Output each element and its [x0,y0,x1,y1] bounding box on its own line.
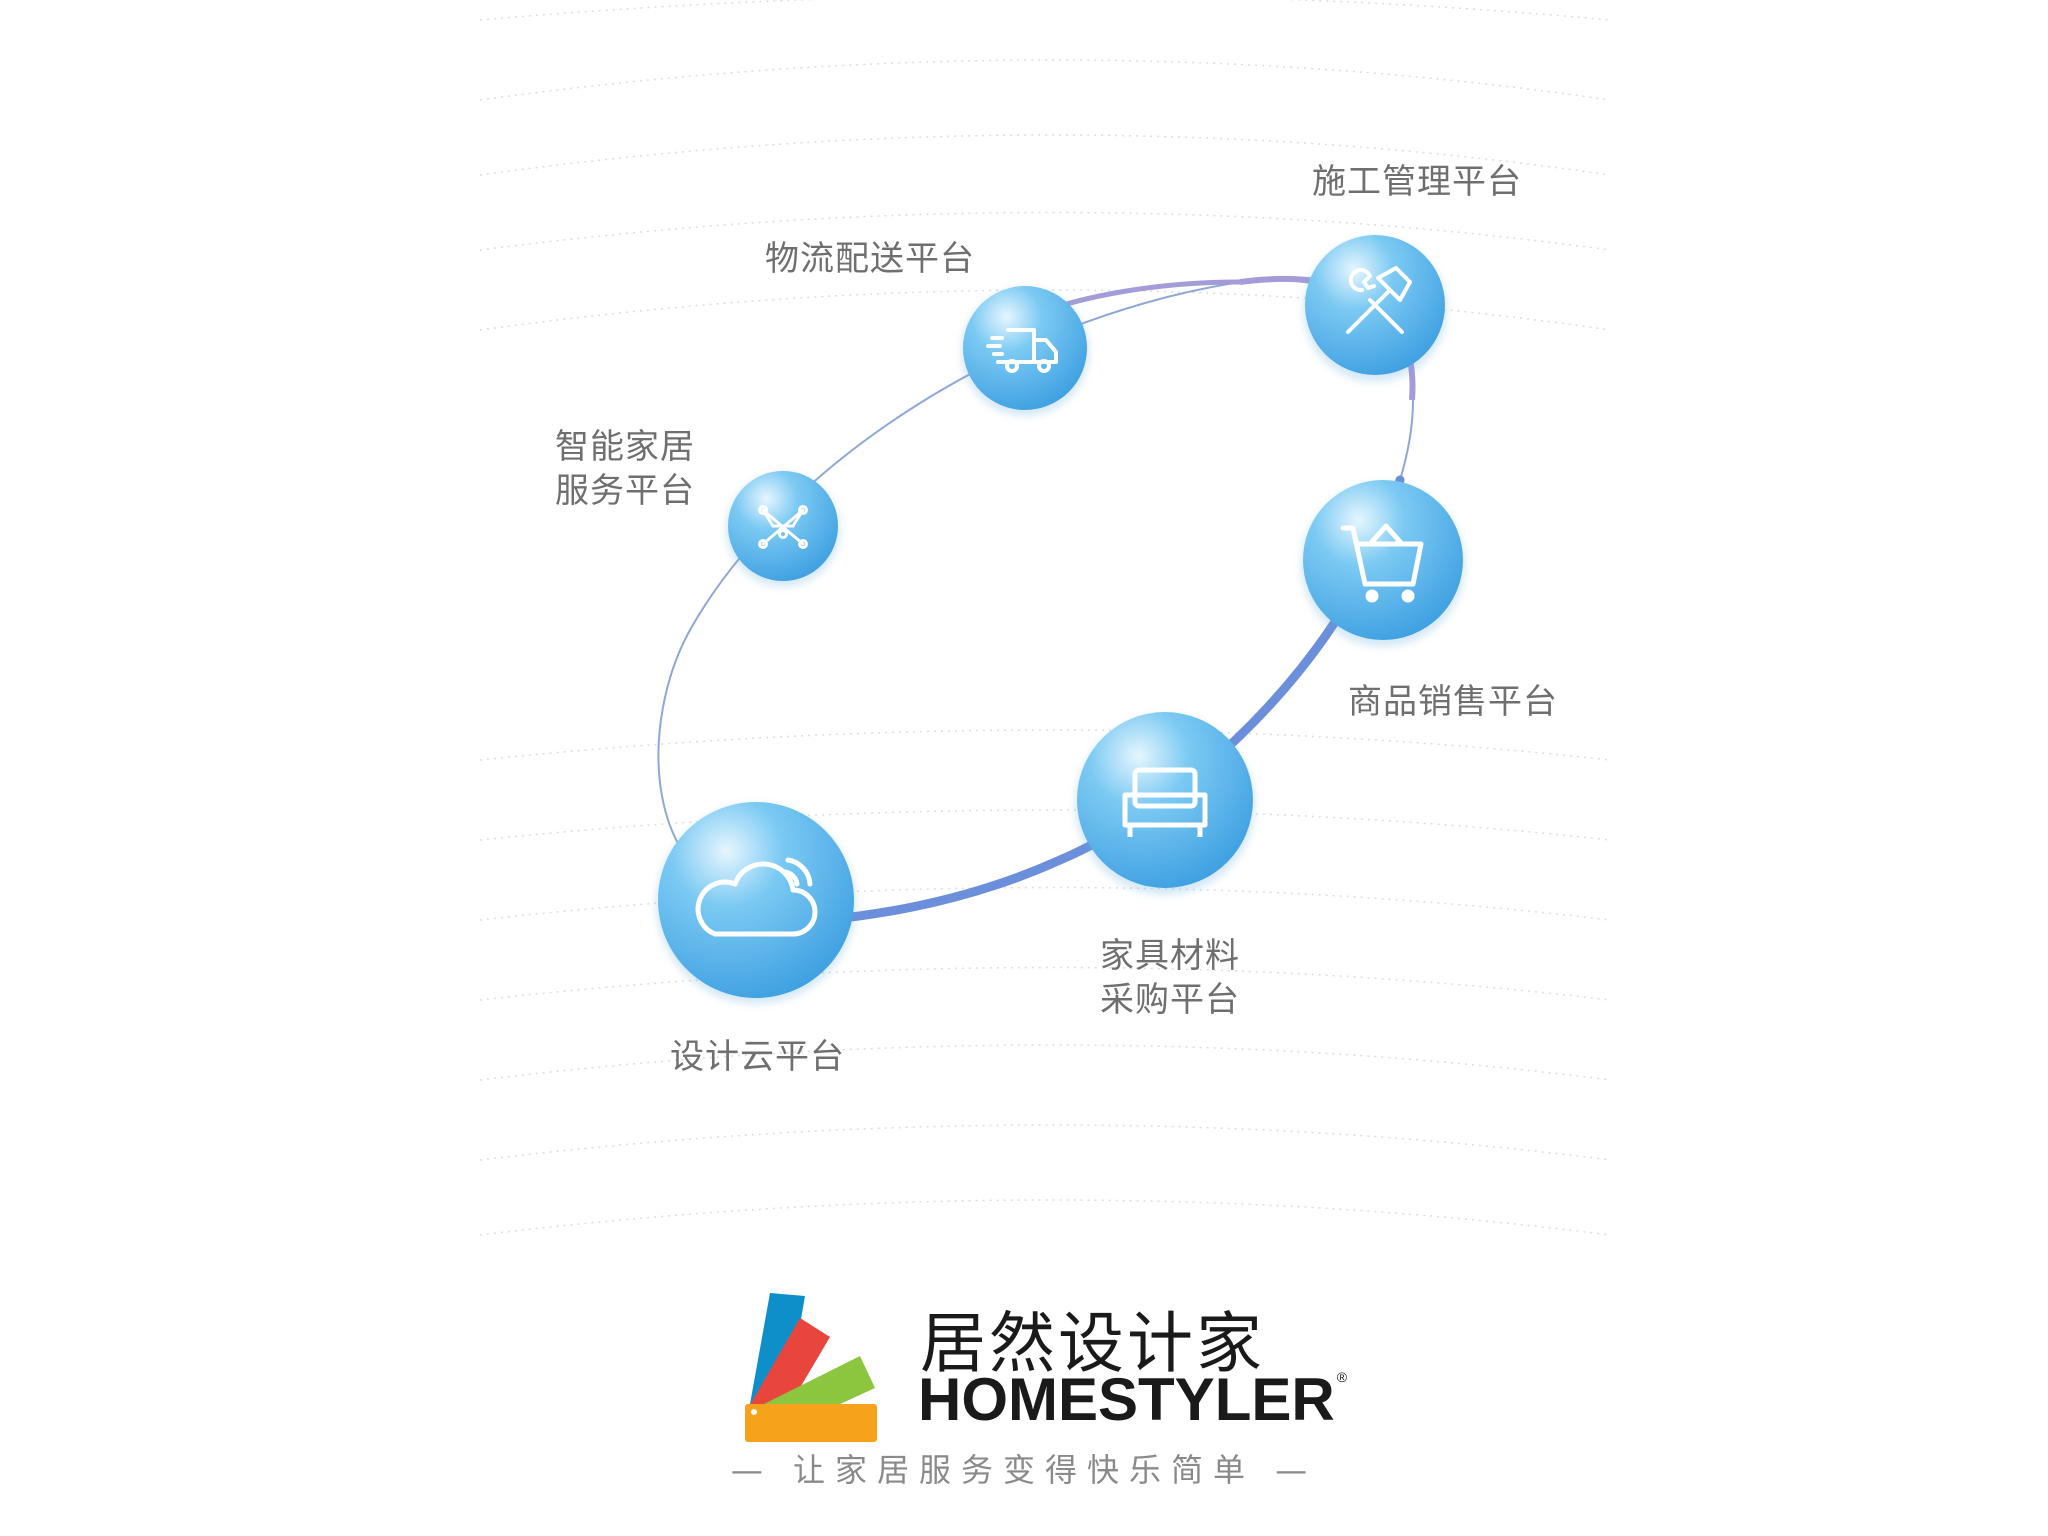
network-nodes-icon [758,505,808,549]
label-sales: 商品销售平台 [1348,682,1558,722]
shopping-cart-icon [1340,523,1424,603]
label-smarthome: 智能家居 服务平台 [555,427,695,511]
sofa-icon [1122,767,1208,837]
label-design: 设计云平台 [670,1037,845,1077]
node-design-cloud[interactable] [656,802,856,1004]
node-sales-cart[interactable] [1301,480,1465,647]
brand-name-cn: 居然设计家 [920,1305,1265,1382]
brand-name-en: HOMESTYLER® [918,1365,1347,1434]
brand-name-en-text: HOMESTYLER [918,1366,1335,1433]
tools-icon [1346,266,1412,334]
homestyler-logo [745,1293,877,1442]
background-wave-lines [479,0,1611,1236]
label-logistics: 物流配送平台 [765,239,975,279]
node-logistics-truck[interactable] [961,286,1089,416]
node-furniture-sofa[interactable] [1075,712,1255,895]
registered-mark: ® [1336,1369,1348,1385]
node-smarthome-network[interactable] [726,471,840,587]
label-construction: 施工管理平台 [1312,162,1522,202]
cloud-signal-icon [695,857,818,937]
delivery-truck-icon [986,328,1058,373]
node-construction-tools[interactable] [1303,235,1447,382]
label-furniture: 家具材料 采购平台 [1100,936,1240,1020]
brand-tagline: — 让家居服务变得快乐简单 — [730,1451,1318,1489]
